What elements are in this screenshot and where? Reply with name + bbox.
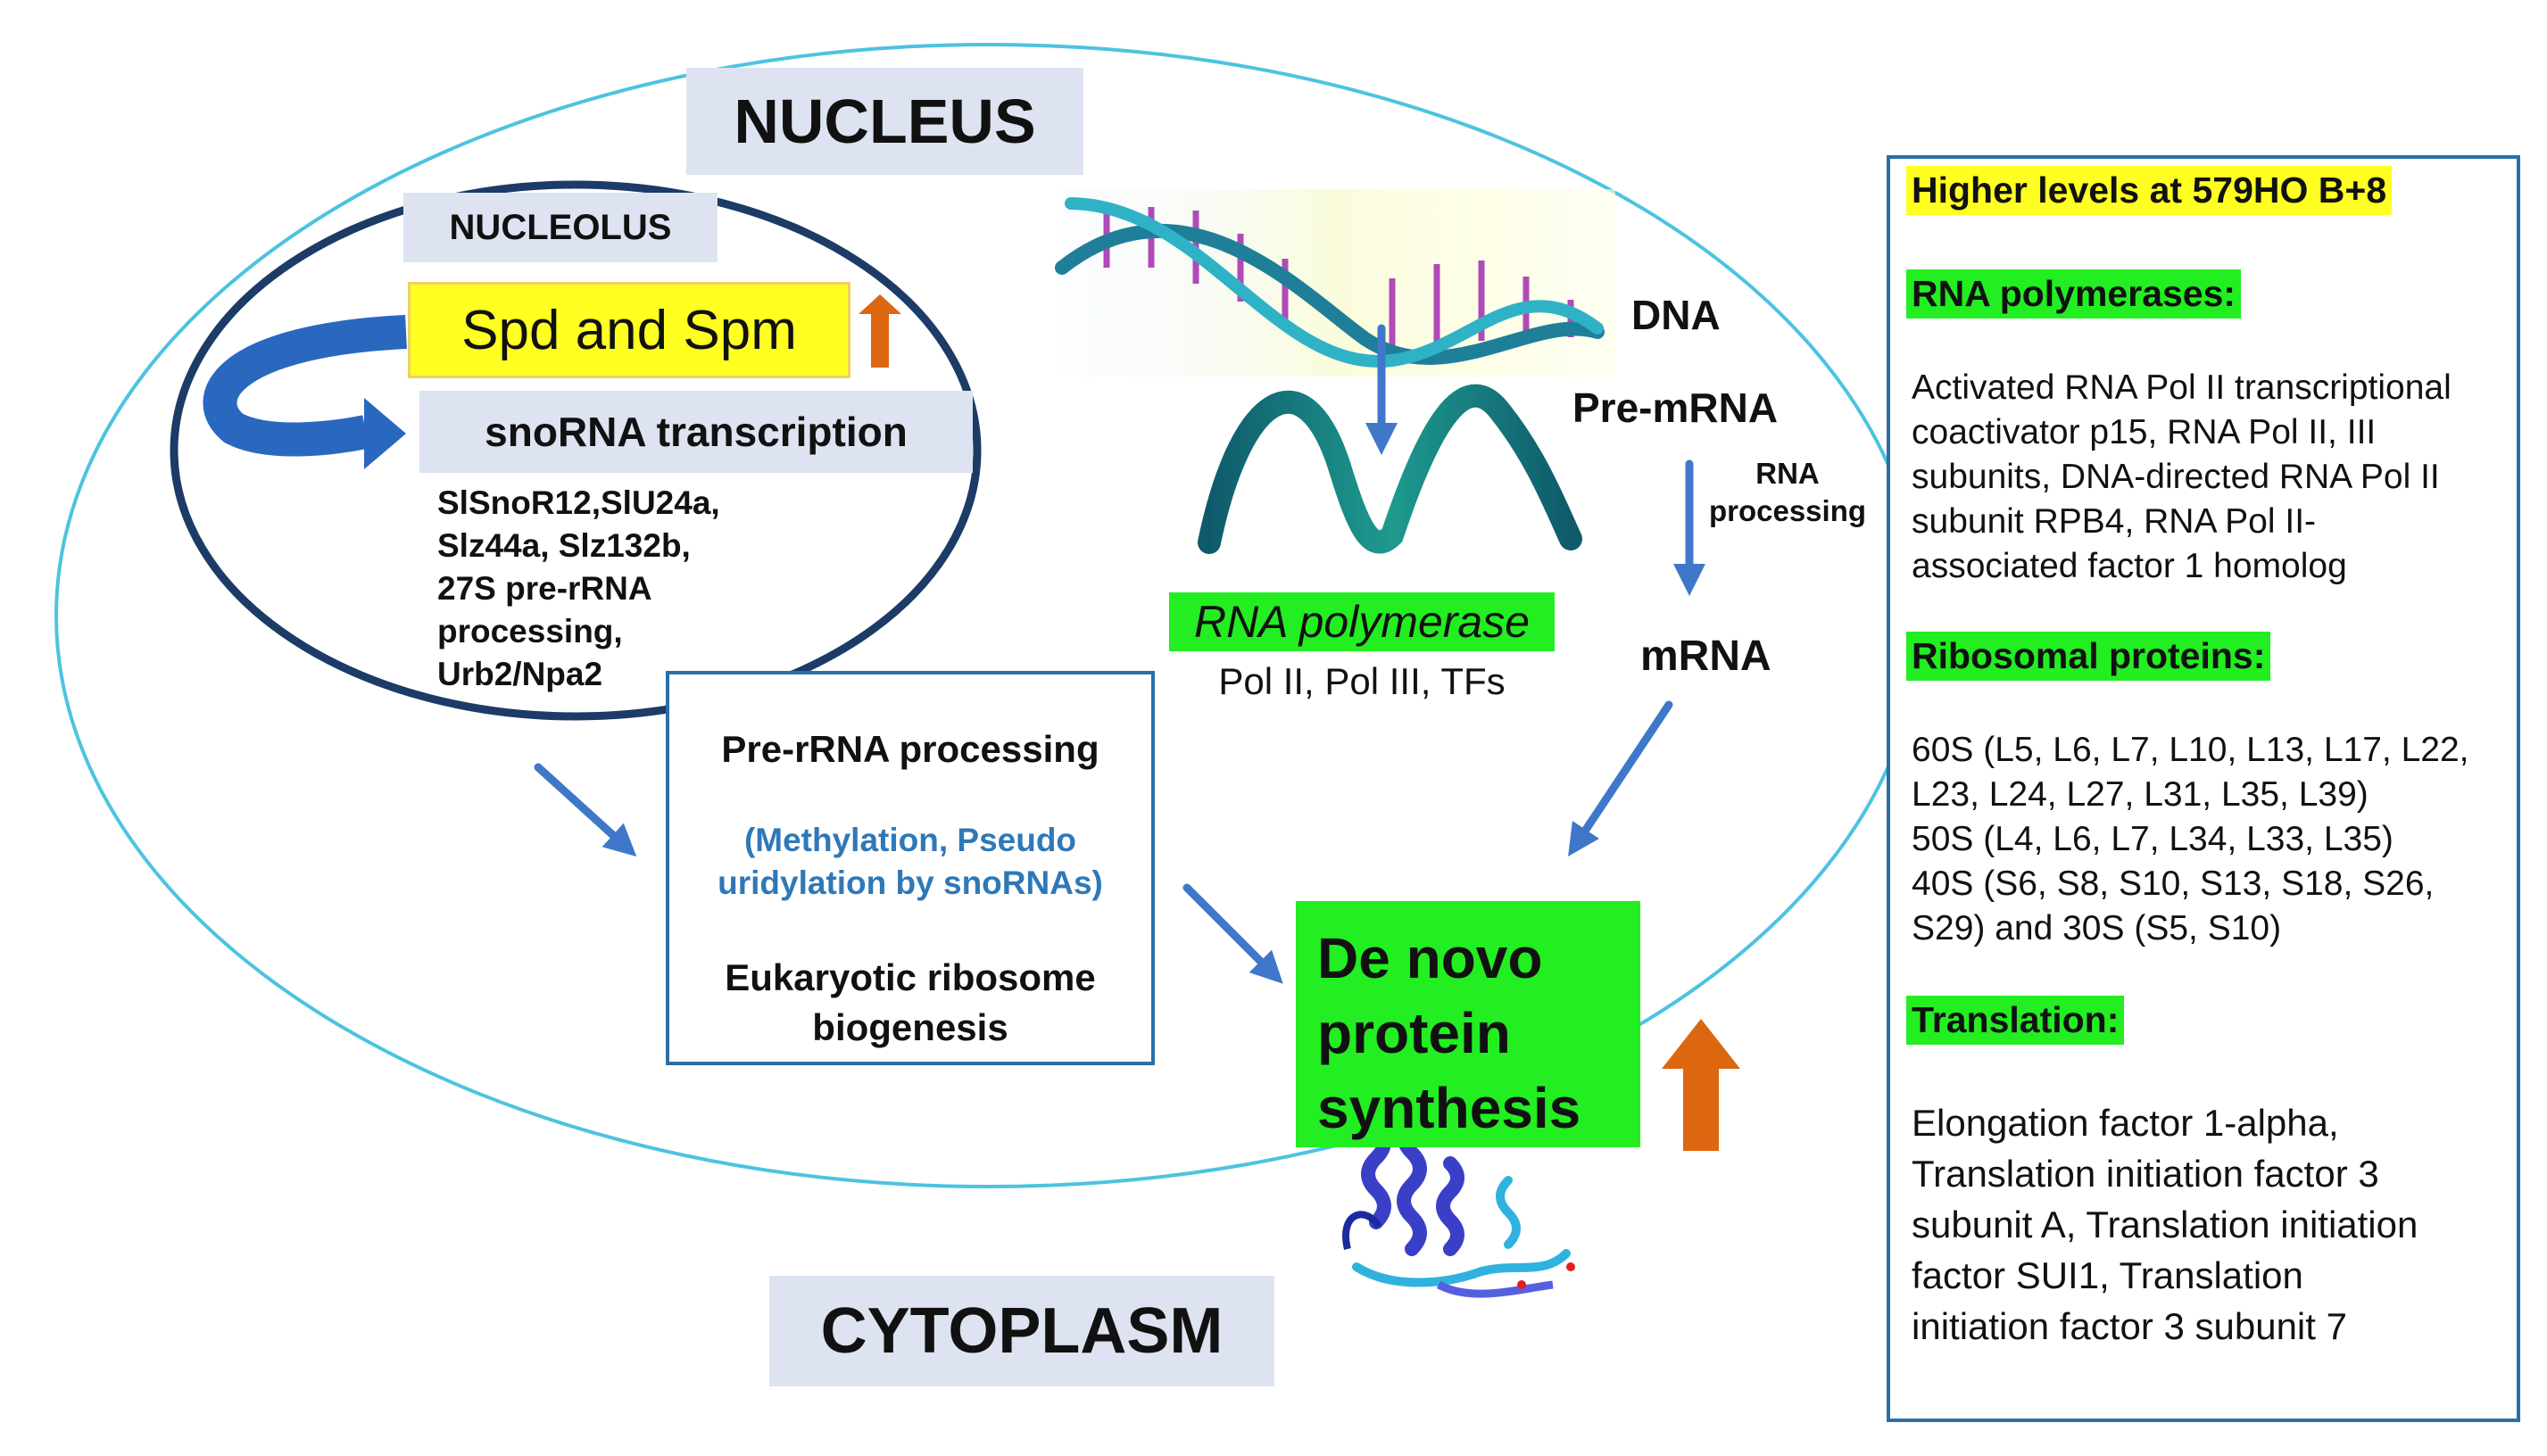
gene-line: Urb2/Npa2	[437, 656, 603, 692]
rna-processing-line: RNA	[1755, 457, 1820, 490]
higher-levels-panel: Higher levels at 579HO B+8 RNA polymeras…	[1887, 155, 2520, 1422]
mrna-to-synthesis-arrow	[1568, 700, 1673, 856]
translation-section: Translation:	[1906, 996, 2125, 1045]
modification-line: (Methylation, Pseudo	[743, 822, 1077, 858]
rna-strand-icon	[1198, 384, 1582, 554]
up-arrow-icon	[859, 294, 901, 368]
panel-line: 60S (L5, L6, L7, L10, L13, L17, L22,	[1912, 731, 2469, 769]
snorna-genes-list: SlSnoR12,SlU24a, Slz44a, Slz132b, 27S pr…	[437, 482, 720, 696]
synthesis-line: protein	[1317, 1001, 1511, 1065]
pre-mrna-label: Pre-mRNA	[1572, 385, 1779, 431]
panel-line: L23, L24, L27, L31, L35, L39)	[1912, 775, 2369, 814]
rna-polymerases-list: Activated RNA Pol II transcriptional coa…	[1912, 366, 2452, 589]
modification-line: uridylation by snoRNAs)	[718, 864, 1103, 901]
biogenesis-line: biogenesis	[812, 1006, 1008, 1048]
ribosomal-proteins-list: 60S (L5, L6, L7, L10, L13, L17, L22, L23…	[1912, 728, 2469, 951]
rrna-processing-title: Pre-rRNA processing	[721, 728, 1099, 770]
panel-line: subunit A, Translation initiation	[1912, 1204, 2418, 1245]
rrna-modification-text: (Methylation, Pseudo uridylation by snoR…	[669, 819, 1151, 905]
panel-line: 40S (S6, S8, S10, S13, S18, S26,	[1912, 864, 2435, 903]
nucleolus-label: NUCLEOLUS	[403, 193, 718, 262]
panel-line: associated factor 1 homolog	[1912, 547, 2347, 585]
rna-polymerase-label: RNA polymerase	[1169, 592, 1555, 651]
panel-line: S29) and 30S (S5, S10)	[1912, 909, 2282, 947]
panel-line: initiation factor 3 subunit 7	[1912, 1305, 2347, 1347]
panel-title-text: Higher levels at 579HO B+8	[1906, 166, 2393, 215]
panel-title: Higher levels at 579HO B+8	[1906, 166, 2393, 215]
mrna-label: mRNA	[1640, 633, 1771, 680]
polymerase-types-label: Pol II, Pol III, TFs	[1218, 660, 1506, 702]
gene-line: Slz44a, Slz132b,	[437, 527, 691, 564]
polyamines-box: Spd and Spm	[408, 282, 850, 378]
panel-line: Activated RNA Pol II transcriptional	[1912, 368, 2452, 407]
gene-line: 27S pre-rRNA	[437, 570, 652, 607]
dna-helix-icon	[1055, 189, 1615, 376]
snorna-transcription-label: snoRNA transcription	[419, 391, 973, 473]
polyamines-label: Spd and Spm	[461, 299, 797, 361]
panel-line: Elongation factor 1-alpha,	[1912, 1102, 2339, 1144]
section-heading: Translation:	[1906, 996, 2125, 1045]
section-heading: Ribosomal proteins:	[1906, 632, 2271, 681]
biogenesis-line: Eukaryotic ribosome	[725, 956, 1096, 998]
nucleolus-to-rrna-arrow	[534, 763, 637, 857]
panel-line: coactivator p15, RNA Pol II, III	[1912, 413, 2377, 451]
gene-line: processing,	[437, 613, 623, 649]
cytoplasm-label: CYTOPLASM	[769, 1276, 1274, 1386]
nucleolus-outline	[170, 180, 982, 721]
panel-line: factor SUI1, Translation	[1912, 1254, 2303, 1296]
rna-polymerases-section: RNA polymerases:	[1906, 269, 2242, 318]
panel-line: 50S (L4, L6, L7, L34, L33, L35)	[1912, 820, 2394, 858]
gene-line: SlSnoR12,SlU24a,	[437, 484, 720, 521]
rrna-to-synthesis-arrow	[1182, 883, 1283, 984]
nucleus-label: NUCLEUS	[686, 68, 1083, 175]
up-arrow-icon	[1662, 1019, 1740, 1151]
protein-synthesis-box: De novo protein synthesis	[1296, 901, 1640, 1147]
dna-label: DNA	[1631, 292, 1721, 338]
section-heading: RNA polymerases:	[1906, 269, 2242, 318]
rrna-processing-box: Pre-rRNA processing (Methylation, Pseudo…	[666, 671, 1155, 1065]
panel-line: subunits, DNA-directed RNA Pol II	[1912, 458, 2440, 496]
rna-processing-label: RNA processing	[1694, 455, 1881, 530]
panel-line: Translation initiation factor 3	[1912, 1153, 2379, 1195]
rna-processing-line: processing	[1708, 494, 1867, 527]
synthesis-line: De novo	[1317, 926, 1543, 990]
panel-line: subunit RPB4, RNA Pol II-	[1912, 502, 2317, 541]
translation-list: Elongation factor 1-alpha, Translation i…	[1912, 1097, 2418, 1352]
synthesis-line: synthesis	[1317, 1076, 1581, 1140]
ribosomal-proteins-section: Ribosomal proteins:	[1906, 632, 2271, 681]
curved-arrow-icon	[203, 315, 407, 469]
ribosome-biogenesis-text: Eukaryotic ribosome biogenesis	[669, 953, 1151, 1053]
